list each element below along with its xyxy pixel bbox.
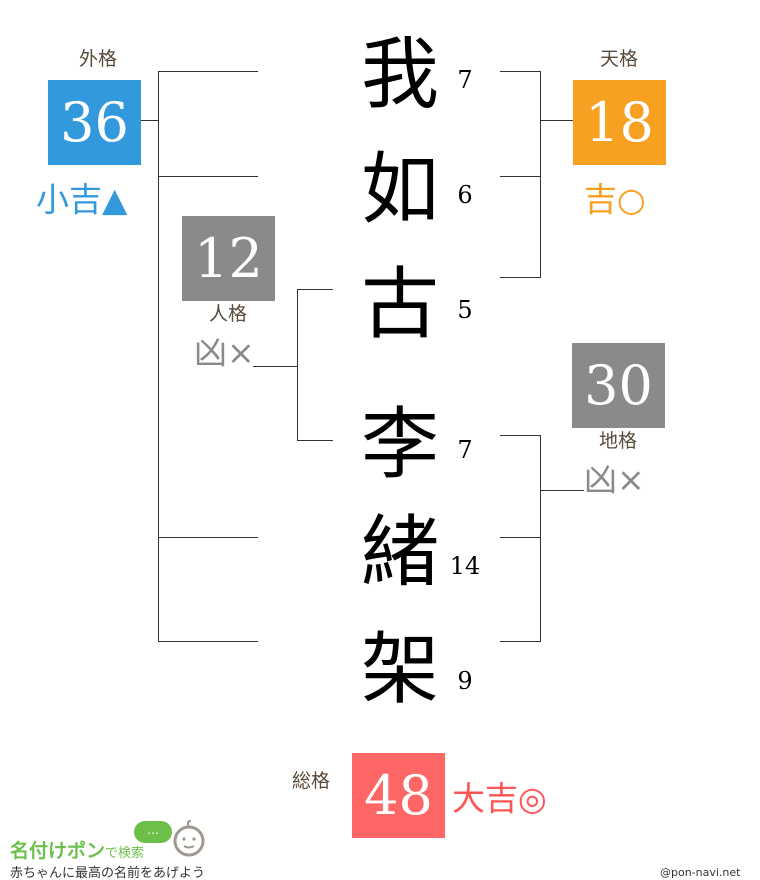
bracket-line [500,71,540,72]
bracket-line [540,71,541,278]
bracket-line [500,435,540,436]
chikaku-fortune: 凶× [584,460,645,499]
gaikaku-fortune: 小吉▲ [36,180,128,219]
site-credit: @pon-navi.net [660,866,741,879]
stroke-count: 5 [457,296,473,324]
bracket-line [500,176,540,177]
bracket-line [253,366,297,367]
tenkaku-label: 天格 [599,48,638,70]
bracket-line [297,289,298,441]
bracket-line [297,289,333,290]
chat-bubble-icon: … [134,821,172,843]
tagline: 赤ちゃんに最高の名前をあげよう [10,866,206,880]
logo-text[interactable]: 名付けポンで検索 [10,836,144,863]
bracket-line [158,176,258,177]
bracket-line [500,537,540,538]
chikaku-value-box: 30 [572,343,665,428]
bracket-line [500,277,540,278]
bracket-line [540,435,541,642]
name-character: 李 [360,400,439,490]
tenkaku-value-box: 18 [573,80,666,165]
jinkaku-fortune: 凶× [194,333,255,372]
soukaku-label: 総格 [291,770,330,792]
bracket-line [297,440,333,441]
bracket-line [500,641,540,642]
name-character: 架 [360,625,439,715]
stroke-count: 6 [457,181,473,209]
stroke-count: 7 [457,436,473,464]
logo-main: 名付けポン [10,840,106,862]
gaikaku-label: 外格 [78,48,117,70]
stroke-count: 9 [457,667,473,695]
name-character: 我 [360,30,439,120]
bracket-line [540,120,573,121]
bracket-line [158,641,258,642]
stroke-count: 14 [449,552,481,580]
bracket-line [158,71,258,72]
jinkaku-label: 人格 [208,303,247,325]
bracket-line [141,120,158,121]
tenkaku-fortune: 吉○ [584,180,646,219]
bracket-line [540,490,584,491]
stroke-count: 7 [457,66,473,94]
soukaku-fortune: 大吉◎ [452,779,547,818]
name-character: 古 [360,260,439,350]
baby-face-icon [173,820,205,857]
name-character: 如 [360,145,439,235]
bracket-line [158,71,159,642]
bracket-line [158,537,258,538]
jinkaku-value-box: 12 [182,216,275,301]
name-character: 緒 [360,508,439,598]
gaikaku-value-box: 36 [48,80,141,165]
chikaku-label: 地格 [598,430,637,452]
logo-sub: で検索 [105,846,145,861]
soukaku-value-box: 48 [352,753,445,838]
